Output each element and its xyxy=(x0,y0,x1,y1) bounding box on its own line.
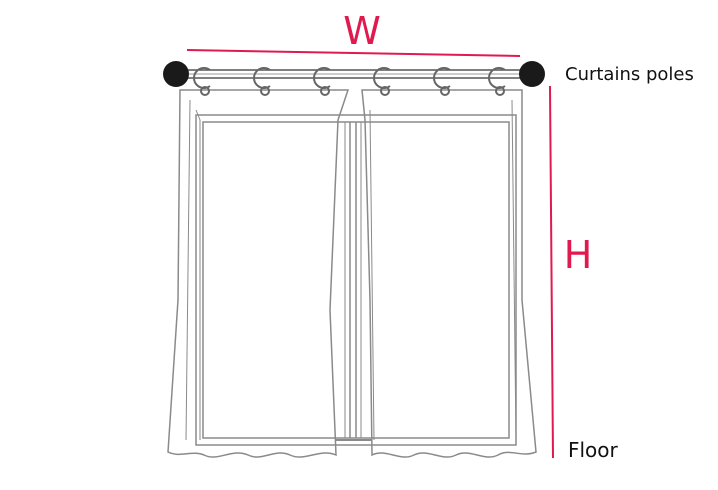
height-measure-line xyxy=(549,85,554,459)
curtain-ring-icon xyxy=(373,67,391,96)
curtain-rod xyxy=(175,69,533,79)
curtain-ring-icon xyxy=(253,67,271,96)
window-frame xyxy=(195,114,517,446)
width-measure-line xyxy=(186,49,521,57)
rod-finial-right-icon xyxy=(519,61,545,87)
height-label: H xyxy=(564,233,593,277)
rod-finial-left-icon xyxy=(163,61,189,87)
width-label: W xyxy=(343,9,381,53)
right-curtain-panel xyxy=(361,89,537,458)
left-curtain-panel xyxy=(167,89,350,458)
floor-label: Floor xyxy=(568,438,619,462)
curtain-ring-icon xyxy=(193,67,211,96)
curtain-ring-icon xyxy=(488,67,506,96)
curtain-ring-icon xyxy=(433,67,451,96)
curtain-ring-icon xyxy=(313,67,331,96)
curtain-rings xyxy=(193,67,506,96)
pole-label: Curtains poles xyxy=(565,64,694,85)
